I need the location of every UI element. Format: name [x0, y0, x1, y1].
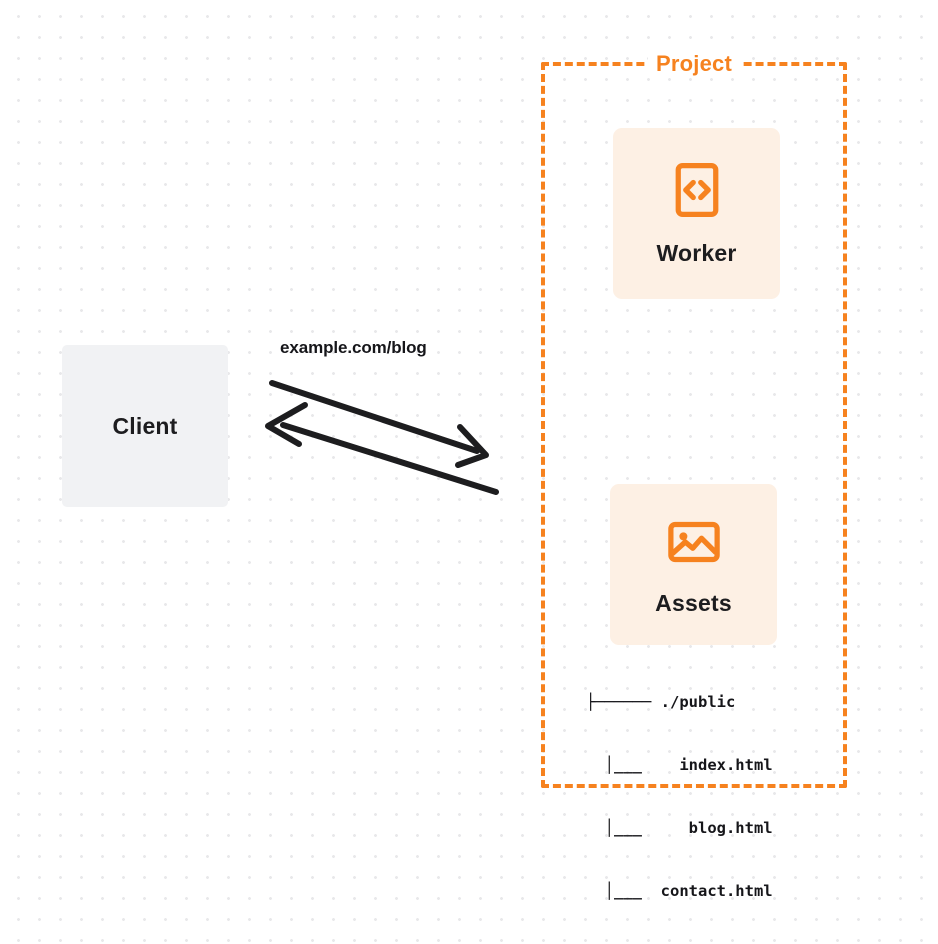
assets-label: Assets	[655, 590, 732, 616]
arrow-right-request	[269, 380, 489, 468]
tree-row: ├────── ./public	[586, 693, 736, 711]
tree-row: │___ blog.html	[586, 819, 773, 837]
arrow-left-response	[265, 402, 499, 495]
assets-file-tree: ├────── ./public │___ index.html │___ bl…	[586, 650, 773, 944]
request-url-label: example.com/blog	[280, 338, 427, 357]
client-node: Client	[62, 345, 228, 507]
worker-card[interactable]: Worker	[613, 128, 780, 299]
project-title: Project	[648, 51, 740, 77]
code-brackets-icon	[675, 163, 718, 217]
assets-card[interactable]: Assets	[610, 484, 777, 645]
project-container: Project	[541, 51, 847, 788]
client-label: Client	[112, 412, 178, 439]
image-picture-icon	[667, 521, 720, 563]
connection-arrows	[265, 380, 499, 495]
worker-label: Worker	[656, 240, 737, 266]
tree-row: │___ index.html	[586, 756, 773, 774]
diagram-canvas: Client example.com/blog Project Worker	[62, 51, 847, 900]
tree-row: │___ contact.html	[586, 882, 773, 900]
